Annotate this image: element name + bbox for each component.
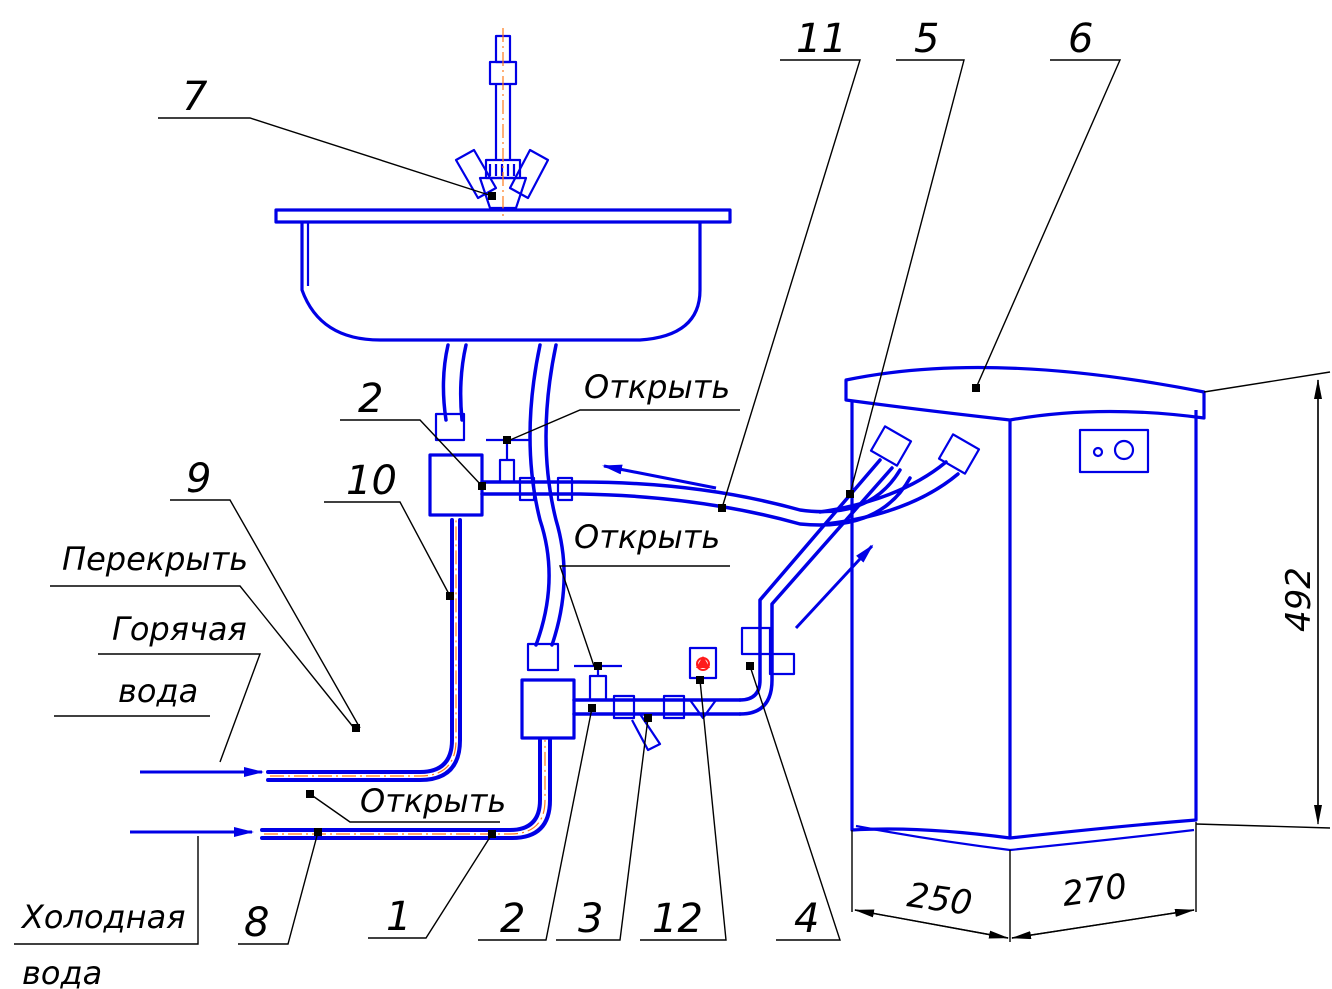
callout-8: 8 — [244, 900, 269, 946]
annotations: Открыть Открыть Открыть Перекрыть Горяча… — [20, 368, 730, 989]
water-heater — [818, 365, 1206, 852]
callout-2-upper: 2 — [358, 376, 383, 422]
callout-10: 10 — [346, 458, 397, 504]
flow-arrows — [130, 464, 874, 837]
cold-water-line — [260, 343, 566, 840]
callout-7: 7 — [182, 74, 208, 120]
dimension-width-left: 250 — [905, 875, 975, 924]
callout-12: 12 — [652, 896, 703, 942]
callout-4: 4 — [794, 896, 819, 942]
callout-5: 5 — [914, 16, 939, 62]
dimension-values: 492 250 270 — [905, 567, 1319, 924]
marker-dots — [306, 192, 980, 838]
dimension-width-right: 270 — [1060, 866, 1130, 915]
heater-inlet-line — [738, 458, 894, 716]
label-open-bottom: Открыть — [360, 782, 506, 820]
callout-3: 3 — [578, 896, 603, 942]
label-open-middle: Открыть — [574, 518, 720, 556]
leader-lines — [14, 59, 1122, 945]
label-hot-water-line2: вода — [118, 672, 198, 710]
label-hot-water-line1: Горячая — [112, 610, 247, 648]
callout-9: 9 — [186, 456, 211, 502]
callout-11: 11 — [796, 16, 847, 62]
sink — [274, 208, 732, 342]
callout-6: 6 — [1068, 16, 1093, 62]
mixer-faucet — [454, 28, 550, 220]
dimension-lines — [851, 371, 1331, 942]
callout-2-lower: 2 — [500, 896, 525, 942]
label-cold-water-line2: вода — [22, 954, 102, 989]
label-open-top: Открыть — [584, 368, 730, 406]
dimension-height: 492 — [1279, 567, 1319, 632]
callout-1: 1 — [386, 894, 411, 940]
callout-numbers: 7 11 5 6 2 9 10 8 1 2 3 12 4 — [182, 16, 1093, 946]
label-close: Перекрыть — [62, 540, 248, 578]
hot-water-line — [266, 343, 468, 782]
label-cold-water-line1: Холодная — [20, 898, 185, 936]
tee-upper — [428, 438, 912, 527]
